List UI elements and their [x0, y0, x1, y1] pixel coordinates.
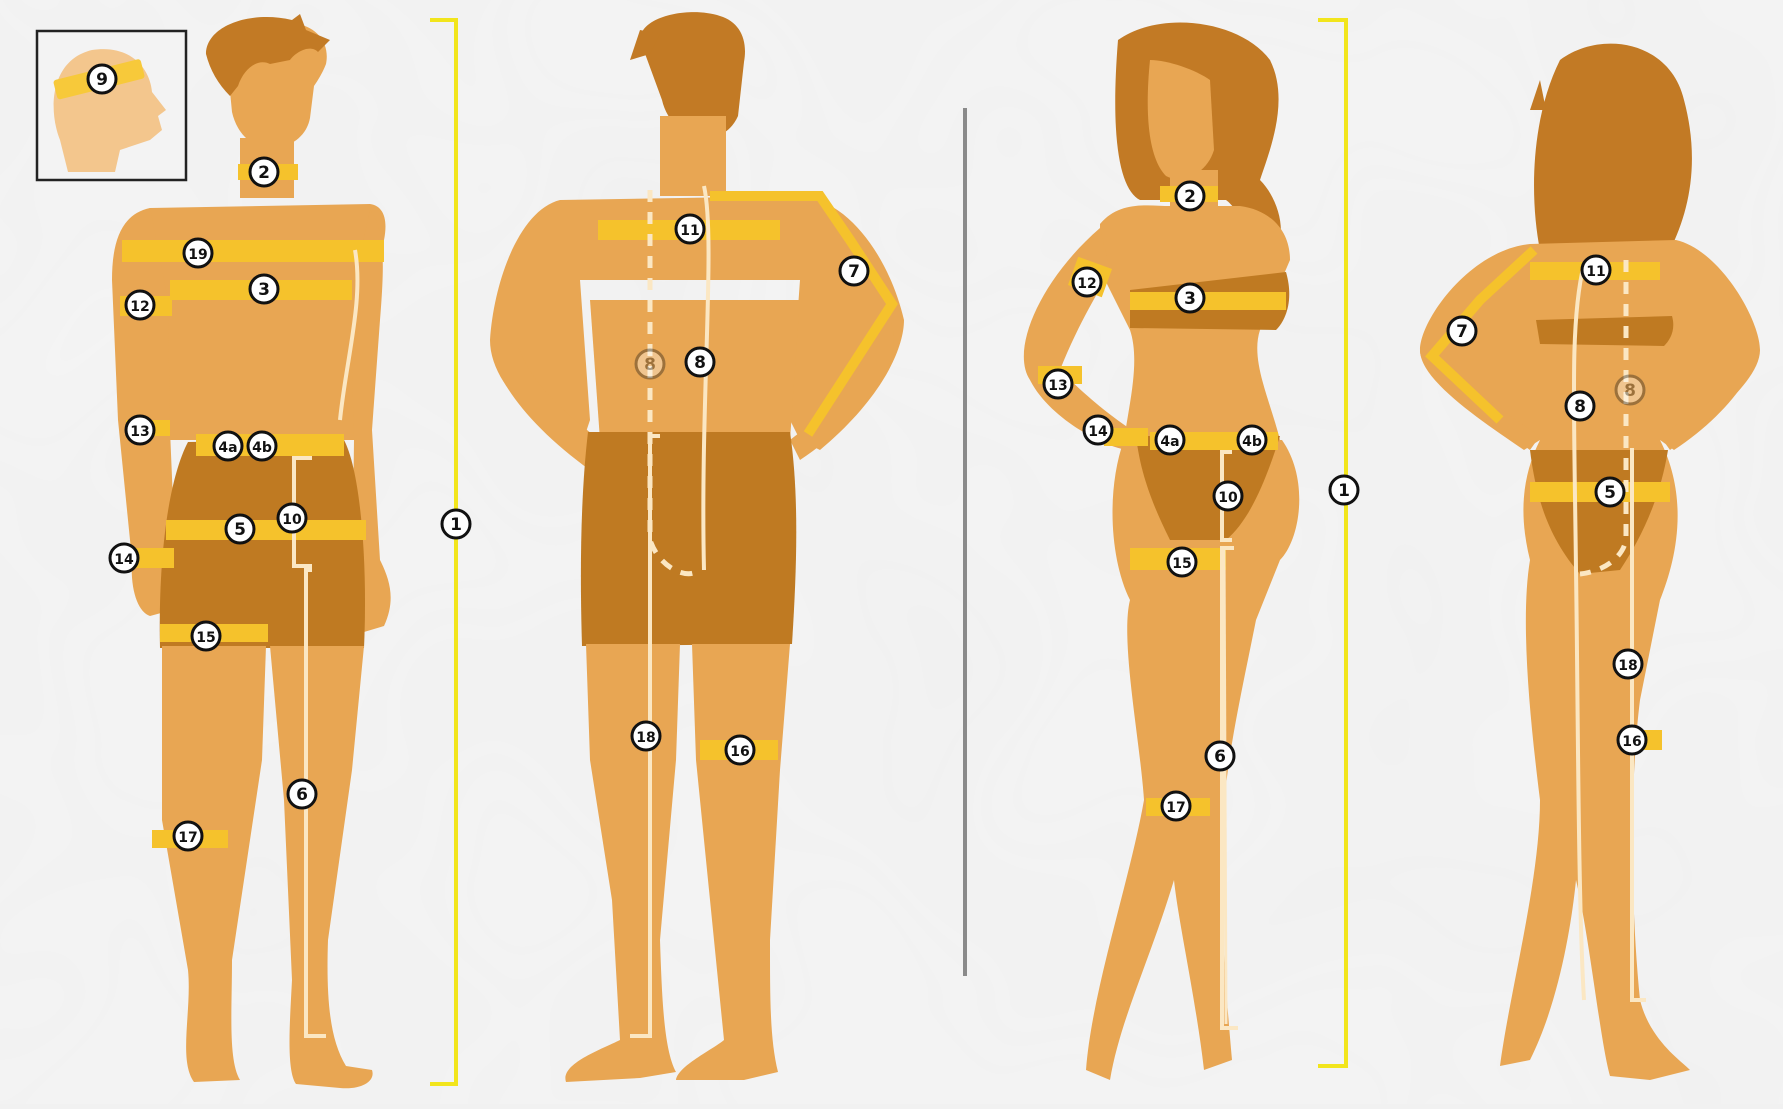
marker-12: 12	[126, 291, 154, 319]
marker-3: 3	[1176, 284, 1204, 312]
marker-label: 18	[636, 730, 655, 746]
marker-15: 15	[1168, 548, 1196, 576]
marker-5: 5	[226, 515, 254, 543]
marker-label: 6	[1214, 747, 1226, 767]
marker-label: 6	[296, 785, 308, 805]
marker-2: 2	[250, 158, 278, 186]
marker-19: 19	[184, 239, 212, 267]
marker-6: 6	[1206, 742, 1234, 770]
marker-label: 4b	[252, 440, 272, 456]
marker-8: 8	[1566, 392, 1594, 420]
marker-10: 10	[278, 504, 306, 532]
marker-16: 16	[726, 736, 754, 764]
marker-14: 14	[1084, 416, 1112, 444]
marker-label: 8	[694, 353, 706, 373]
marker-8: 8	[1616, 376, 1644, 404]
marker-4a: 4a	[1156, 426, 1184, 454]
marker-2: 2	[1176, 182, 1204, 210]
marker-15: 15	[192, 622, 220, 650]
marker-label: 5	[234, 520, 246, 540]
marker-label: 2	[1184, 187, 1196, 207]
marker-label: 7	[1456, 322, 1468, 342]
marker-label: 13	[130, 424, 149, 440]
marker-label: 12	[1077, 276, 1096, 292]
marker-3: 3	[250, 275, 278, 303]
marker-6: 6	[288, 780, 316, 808]
marker-label: 5	[1604, 483, 1616, 503]
marker-4b: 4b	[1238, 426, 1266, 454]
marker-label: 7	[848, 262, 860, 282]
marker-8: 8	[636, 350, 664, 378]
marker-1: 1	[442, 510, 470, 538]
marker-label: 14	[114, 552, 134, 568]
marker-5: 5	[1596, 478, 1624, 506]
marker-label: 15	[1172, 556, 1191, 572]
marker-label: 18	[1618, 658, 1637, 674]
marker-1: 1	[1330, 476, 1358, 504]
head-inset	[37, 31, 186, 180]
marker-label: 11	[1586, 264, 1605, 280]
marker-label: 4b	[1242, 434, 1262, 450]
marker-label: 9	[96, 70, 108, 90]
marker-label: 8	[644, 355, 656, 375]
marker-label: 17	[178, 830, 197, 846]
marker-label: 13	[1048, 378, 1067, 394]
marker-9: 9	[88, 65, 116, 93]
marker-label: 8	[1574, 397, 1586, 417]
marker-18: 18	[632, 722, 660, 750]
marker-4b: 4b	[248, 432, 276, 460]
marker-label: 10	[1218, 490, 1238, 506]
marker-10: 10	[1214, 482, 1242, 510]
marker-label: 19	[188, 247, 207, 263]
marker-13: 13	[126, 416, 154, 444]
marker-7: 7	[1448, 317, 1476, 345]
marker-label: 16	[730, 744, 749, 760]
marker-label: 2	[258, 163, 270, 183]
marker-16: 16	[1618, 726, 1646, 754]
marker-8: 8	[686, 348, 714, 376]
marker-label: 1	[1338, 481, 1350, 501]
marker-label: 10	[282, 512, 302, 528]
marker-7: 7	[840, 257, 868, 285]
marker-13: 13	[1044, 370, 1072, 398]
marker-label: 8	[1624, 381, 1636, 401]
marker-label: 15	[196, 630, 215, 646]
marker-17: 17	[1162, 792, 1190, 820]
marker-label: 17	[1166, 800, 1185, 816]
marker-18: 18	[1614, 650, 1642, 678]
marker-14: 14	[110, 544, 138, 572]
marker-label: 12	[130, 299, 149, 315]
marker-4a: 4a	[214, 432, 242, 460]
marker-label: 11	[680, 223, 699, 239]
marker-label: 16	[1622, 734, 1641, 750]
marker-label: 1	[450, 515, 462, 535]
marker-label: 4a	[218, 440, 237, 456]
marker-12: 12	[1073, 268, 1101, 296]
marker-label: 3	[258, 280, 270, 300]
marker-11: 11	[676, 215, 704, 243]
marker-label: 14	[1088, 424, 1108, 440]
marker-17: 17	[174, 822, 202, 850]
marker-label: 4a	[1160, 434, 1179, 450]
marker-label: 3	[1184, 289, 1196, 309]
marker-11: 11	[1582, 256, 1610, 284]
